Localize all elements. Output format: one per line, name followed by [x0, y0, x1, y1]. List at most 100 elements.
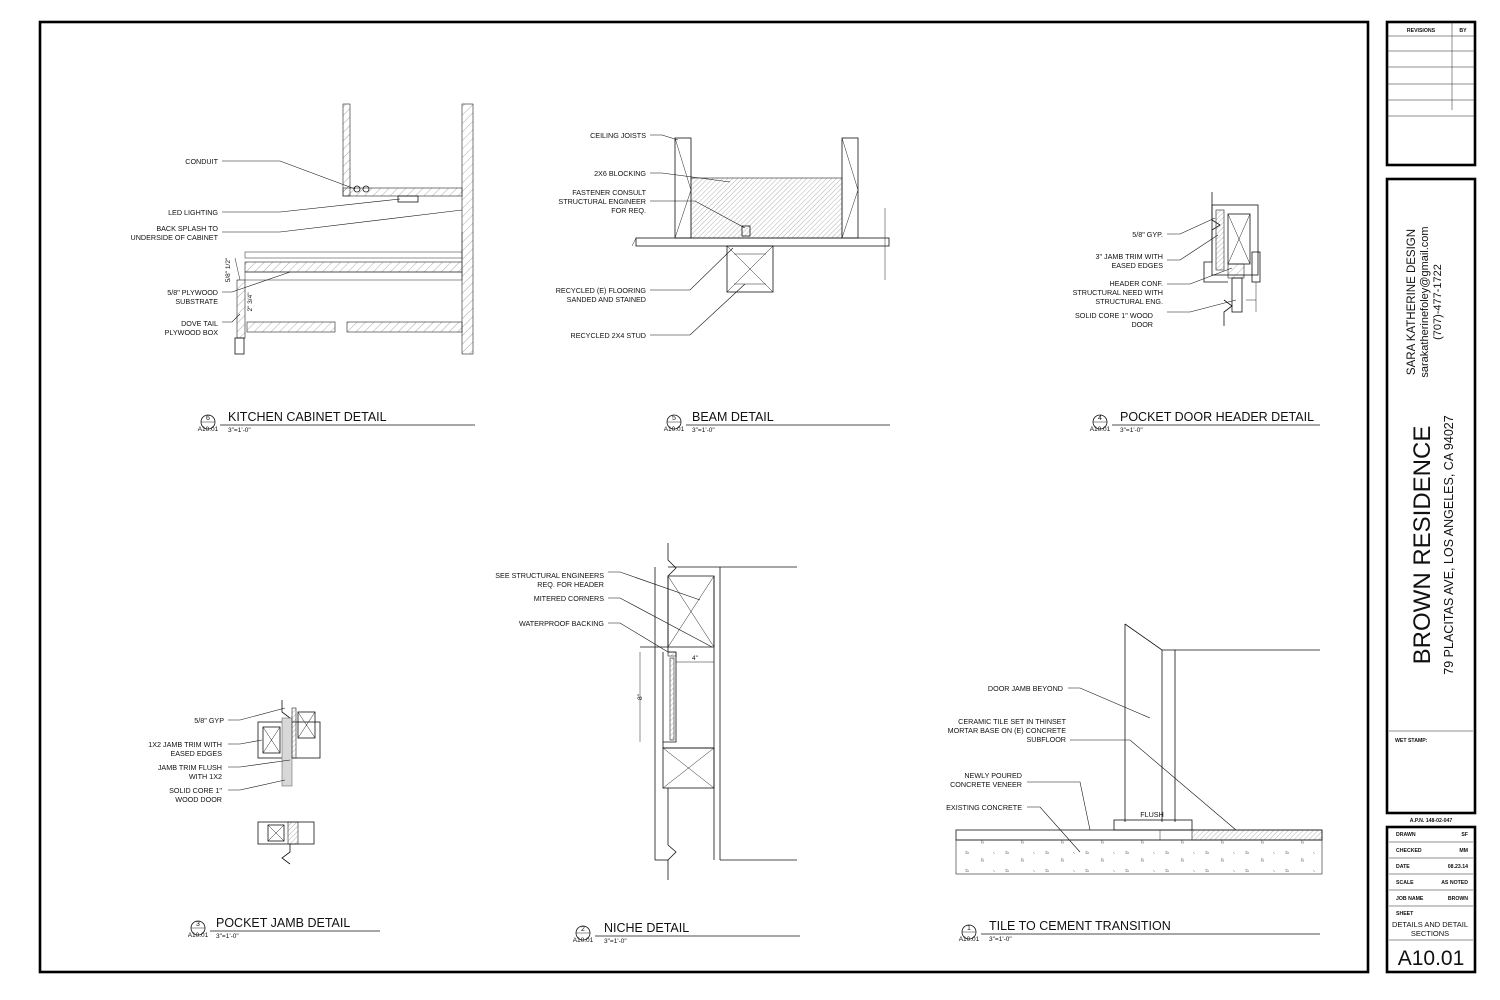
note-niche-see-2: REQ. FOR HEADER	[537, 580, 604, 589]
note-flooring-1: RECYCLED (E) FLOORING	[556, 286, 647, 295]
note-fastener-3: FOR REQ.	[611, 206, 646, 215]
note-plywood-1: 5/8" PLYWOOD	[167, 288, 218, 297]
detail-pocket-jamb: 5/8" GYP 1X2 JAMB TRIM WITH EASED EDGES …	[148, 700, 380, 940]
note-tile-existing: EXISTING CONCRETE	[946, 803, 1022, 812]
note-jamb-trim-1: 1X2 JAMB TRIM WITH	[148, 740, 222, 749]
note-blocking: 2X6 BLOCKING	[594, 169, 646, 178]
note-header-gyp: 5/8" GYP.	[1132, 230, 1163, 239]
note-fastener-1: FASTENER CONSULT	[572, 188, 646, 197]
note-backsplash-1: BACK SPLASH TO	[156, 224, 218, 233]
info-box	[1385, 825, 1477, 974]
drawing-border	[38, 20, 1370, 974]
detail-3-title: POCKET JAMB DETAIL	[216, 916, 350, 930]
note-tile-jamb: DOOR JAMB BEYOND	[988, 684, 1063, 693]
detail-pocket-door-header: 5/8" GYP. 3" JAMB TRIM WITH EASED EDGES …	[1073, 192, 1320, 434]
detail-beam: CEILING JOISTS 2X6 BLOCKING FASTENER CON…	[556, 131, 890, 434]
detail-6-ref: A10.01	[198, 426, 219, 433]
revisions-box	[1385, 20, 1477, 167]
sheet-title-line1: DETAILS AND DETAIL	[1392, 920, 1468, 929]
field-value-scale: AS NOTED	[1441, 880, 1468, 886]
detail-5-num: 5	[672, 415, 676, 422]
note-dovetail-2: PLYWOOD BOX	[165, 328, 219, 337]
project-name: BROWN RESIDENCE	[1409, 426, 1436, 665]
niche-dim-width: 4"	[692, 655, 699, 662]
note-tile-flush: FLUSH	[1140, 810, 1164, 819]
note-header-trim-1: 3" JAMB TRIM WITH	[1095, 252, 1163, 261]
field-label-scale: SCALE	[1396, 880, 1414, 886]
note-jamb-trim-2: EASED EDGES	[170, 749, 222, 758]
detail-1-title: TILE TO CEMENT TRANSITION	[989, 919, 1171, 933]
detail-2-title: NICHE DETAIL	[604, 921, 689, 935]
note-stud: RECYCLED 2X4 STUD	[571, 331, 647, 340]
note-header-conf-3: STRUCTURAL ENG.	[1095, 297, 1163, 306]
note-dovetail-1: DOVE TAIL	[181, 319, 218, 328]
detail-6-scale: 3"=1'-0"	[228, 427, 251, 434]
note-flooring-2: SANDED AND STAINED	[567, 295, 646, 304]
note-jamb-door-2: WOOD DOOR	[175, 795, 222, 804]
title-block: REVISIONS BY SARA KATHERINE DESIGN sarak…	[1385, 20, 1477, 974]
note-jamb-gyp: 5/8" GYP	[194, 716, 224, 725]
note-tile-veneer-2: CONCRETE VENEER	[950, 780, 1022, 789]
note-header-door-1: SOLID CORE 1" WOOD	[1075, 311, 1153, 320]
note-jamb-door-1: SOLID CORE 1"	[169, 786, 222, 795]
detail-6-num: 6	[206, 415, 210, 422]
field-value-job: BROWN	[1448, 896, 1468, 902]
note-tile-veneer-1: NEWLY POURED	[964, 771, 1022, 780]
note-header-conf-1: HEADER CONF.	[1109, 279, 1163, 288]
detail-2-ref: A10.01	[573, 937, 594, 944]
note-header-door-2: DOOR	[1131, 320, 1153, 329]
field-value-date: 08.23.14	[1448, 864, 1468, 870]
note-tile-ceramic-2: MORTAR BASE ON (E) CONCRETE	[948, 726, 1067, 735]
note-conduit: CONDUIT	[185, 157, 218, 166]
field-value-checked: MM	[1459, 848, 1468, 854]
note-led-lighting: LED LIGHTING	[168, 208, 218, 217]
project-box	[1385, 177, 1477, 815]
detail-3-ref: A10.01	[188, 932, 209, 939]
detail-3-num: 3	[196, 921, 200, 928]
field-label-drawn: DRAWN	[1396, 832, 1416, 838]
note-header-conf-2: STRUCTURAL NEED WITH	[1073, 288, 1163, 297]
detail-kitchen-cabinet: 5/8" 1/2" 2" 3/4" CONDUIT LED LIGHTING B…	[131, 103, 475, 434]
note-backsplash-2: UNDERSIDE OF CABINET	[131, 233, 219, 242]
note-ceiling-joists: CEILING JOISTS	[590, 131, 646, 140]
detail-5-ref: A10.01	[664, 426, 685, 433]
designer-name: SARA KATHERINE DESIGN	[1406, 229, 1418, 375]
field-label-job: JOB NAME	[1396, 896, 1424, 902]
detail-4-title: POCKET DOOR HEADER DETAIL	[1120, 410, 1314, 424]
note-header-trim-2: EASED EDGES	[1111, 261, 1163, 270]
by-header: BY	[1459, 28, 1467, 34]
field-label-checked: CHECKED	[1396, 848, 1422, 854]
detail-1-ref: A10.01	[959, 936, 980, 943]
note-niche-see-1: SEE STRUCTURAL ENGINEERS	[495, 571, 604, 580]
note-niche-mitered: MITERED CORNERS	[534, 594, 604, 603]
sheet-title-line2: SECTIONS	[1411, 929, 1449, 938]
note-niche-waterproof: WATERPROOF BACKING	[519, 619, 604, 628]
detail-4-num: 4	[1098, 415, 1102, 422]
detail-4-ref: A10.01	[1090, 426, 1111, 433]
detail-4-scale: 3"=1'-0"	[1120, 427, 1143, 434]
detail-5-scale: 3"=1'-0"	[692, 427, 715, 434]
designer-email: sarakatherinefoley@gmail.com	[1419, 226, 1431, 377]
niche-dim-height: 8"	[637, 693, 644, 700]
detail-niche: 4" 8" SEE STRUCTURAL ENGINEERS REQ. FOR …	[495, 543, 800, 945]
revisions-header: REVISIONS	[1407, 28, 1436, 34]
detail-1-scale: 3"=1'-0"	[989, 936, 1012, 943]
detail-6-title: KITCHEN CABINET DETAIL	[228, 410, 387, 424]
designer-phone: (707)-477-1722	[1432, 264, 1444, 340]
detail-3-scale: 3"=1'-0"	[216, 933, 239, 940]
wet-stamp-label: WET STAMP:	[1395, 738, 1428, 744]
detail-2-num: 2	[581, 926, 585, 933]
detail-2-scale: 3"=1'-0"	[604, 938, 627, 945]
project-address: 79 PLACITAS AVE, LOS ANGELES, CA 94027	[1442, 415, 1456, 674]
cabinet-dim-1: 5/8" 1/2"	[225, 257, 232, 282]
field-value-drawn: SF	[1461, 832, 1468, 838]
detail-5-title: BEAM DETAIL	[692, 410, 774, 424]
sheet-number: A10.01	[1398, 947, 1465, 970]
note-jamb-flush-1: JAMB TRIM FLUSH	[158, 763, 222, 772]
note-tile-ceramic-3: SUBFLOOR	[1026, 735, 1066, 744]
note-tile-ceramic-1: CERAMIC TILE SET IN THINSET	[958, 717, 1066, 726]
cabinet-dim-2: 2" 3/4"	[247, 292, 254, 312]
detail-1-num: 1	[967, 925, 971, 932]
detail-tile-to-cement: FLUSH DOOR JAMB BEYOND CERAMIC TILE SET …	[946, 623, 1323, 943]
